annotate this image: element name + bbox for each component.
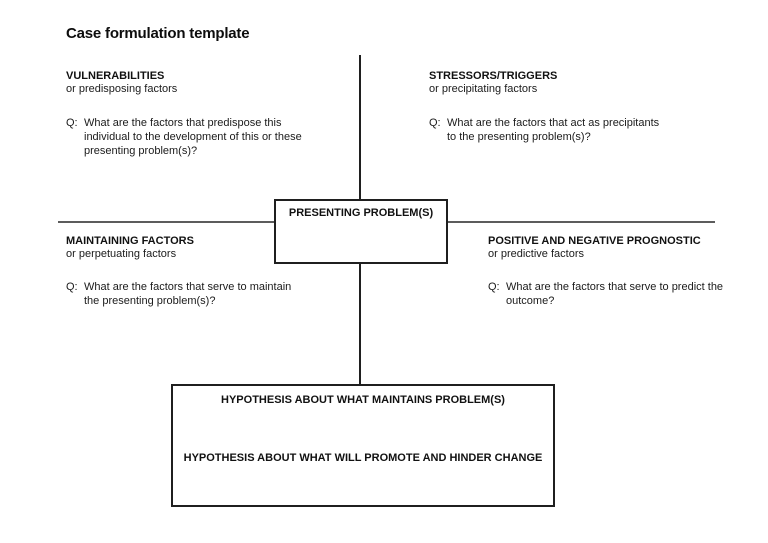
presenting-problems-box: PRESENTING PROBLEM(S) bbox=[274, 199, 448, 264]
question-label: Q: bbox=[66, 117, 78, 129]
question-line: What are the factors that serve to maint… bbox=[84, 281, 292, 293]
question-line: outcome? bbox=[506, 295, 555, 307]
bottom-vertical-connector-line bbox=[359, 264, 361, 384]
quadrant-question: Q: What are the factors that act as prec… bbox=[429, 116, 659, 144]
hypothesis-box: HYPOTHESIS ABOUT WHAT MAINTAINS PROBLEM(… bbox=[171, 384, 555, 507]
question-line: the presenting problem(s)? bbox=[84, 295, 216, 307]
quadrant-subheading: or predisposing factors bbox=[66, 83, 178, 95]
quadrant-vulnerabilities: VULNERABILITIES or predisposing factors … bbox=[66, 70, 302, 158]
quadrant-subheading: or predictive factors bbox=[488, 248, 584, 260]
question-label: Q: bbox=[488, 281, 500, 293]
question-text: What are the factors that serve to predi… bbox=[506, 280, 723, 308]
quadrant-prognostic-factors: POSITIVE AND NEGATIVE PROGNOSTIC or pred… bbox=[488, 235, 723, 308]
question-label: Q: bbox=[429, 117, 441, 129]
question-text: What are the factors that act as precipi… bbox=[447, 116, 659, 144]
quadrant-heading: MAINTAINING FACTORS bbox=[66, 235, 194, 247]
quadrant-heading: POSITIVE AND NEGATIVE PROGNOSTIC bbox=[488, 235, 701, 247]
quadrant-heading: STRESSORS/TRIGGERS bbox=[429, 70, 558, 82]
question-line: presenting problem(s)? bbox=[84, 145, 198, 157]
page-title: Case formulation template bbox=[66, 25, 250, 42]
question-text: What are the factors that serve to maint… bbox=[84, 280, 291, 308]
question-text: What are the factors that predispose thi… bbox=[84, 116, 302, 158]
presenting-problems-label: PRESENTING PROBLEM(S) bbox=[288, 207, 434, 219]
question-line: to the presenting problem(s)? bbox=[447, 131, 591, 143]
hypothesis-maintains-label: HYPOTHESIS ABOUT WHAT MAINTAINS PROBLEM(… bbox=[221, 394, 505, 406]
top-vertical-divider-line bbox=[359, 55, 361, 199]
quadrant-subheading: or perpetuating factors bbox=[66, 248, 177, 260]
question-line: What are the factors that act as precipi… bbox=[447, 117, 660, 129]
quadrant-heading: VULNERABILITIES bbox=[66, 70, 165, 82]
question-line: individual to the development of this or… bbox=[84, 131, 302, 143]
quadrant-maintaining-factors: MAINTAINING FACTORS or perpetuating fact… bbox=[66, 235, 291, 308]
quadrant-question: Q: What are the factors that serve to pr… bbox=[488, 280, 723, 308]
quadrant-question: Q: What are the factors that predispose … bbox=[66, 116, 302, 158]
question-label: Q: bbox=[66, 281, 78, 293]
question-line: What are the factors that serve to predi… bbox=[506, 281, 724, 293]
quadrant-stressors-triggers: STRESSORS/TRIGGERS or precipitating fact… bbox=[429, 70, 659, 144]
quadrant-question: Q: What are the factors that serve to ma… bbox=[66, 280, 291, 308]
quadrant-subheading: or precipitating factors bbox=[429, 83, 538, 95]
hypothesis-change-label: HYPOTHESIS ABOUT WHAT WILL PROMOTE AND H… bbox=[183, 452, 543, 464]
question-line: What are the factors that predispose thi… bbox=[84, 117, 282, 129]
